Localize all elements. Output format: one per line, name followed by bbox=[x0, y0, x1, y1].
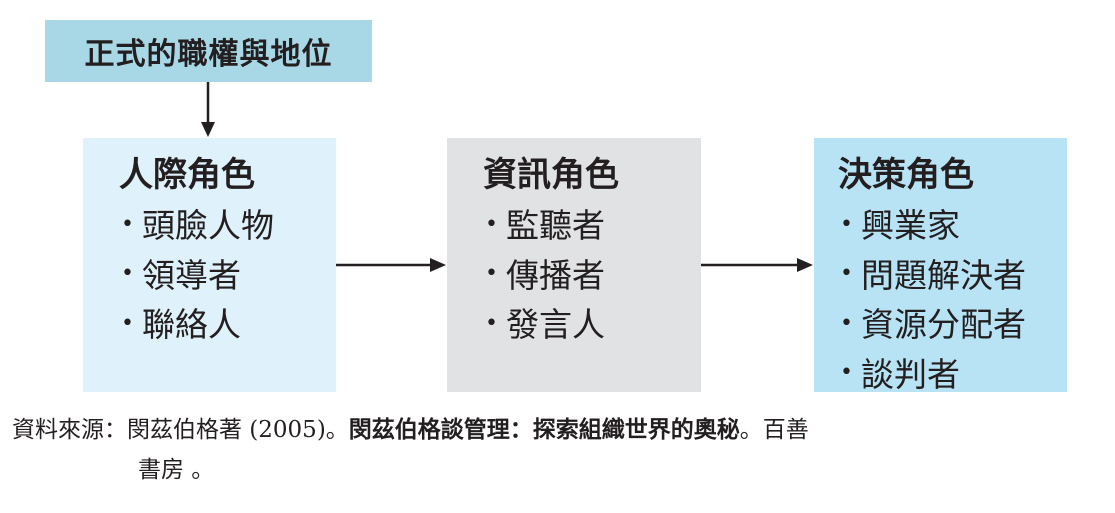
bullet-icon: • bbox=[121, 261, 134, 286]
informational-role-list: • 監聽者 • 傳播者 • 發言人 bbox=[485, 202, 605, 351]
bullet-icon: • bbox=[121, 310, 134, 336]
list-item: • 聯絡人 bbox=[121, 301, 274, 351]
source-citation-line2: 書房 。 bbox=[138, 457, 215, 483]
bullet-icon: • bbox=[840, 261, 853, 286]
bullet-icon: • bbox=[485, 211, 498, 237]
interpersonal-role-title: 人際角色 bbox=[119, 155, 255, 195]
list-item: • 發言人 bbox=[485, 301, 605, 351]
informational-item-label: 傳播者 bbox=[505, 255, 605, 295]
bullet-icon: • bbox=[121, 211, 134, 237]
decisional-role-list: • 興業家 • 問題解決者 • 資源分配者 • 談判者 bbox=[840, 202, 1026, 400]
interpersonal-role-box: 人際角色 • 頭臉人物 • 領導者 • 聯絡人 bbox=[83, 138, 336, 392]
interpersonal-item-label: 聯絡人 bbox=[141, 305, 241, 344]
arrow-down-head bbox=[201, 122, 215, 137]
decisional-item-label: 興業家 bbox=[860, 206, 960, 245]
source-book-title: 閔茲伯格談管理：探索組織世界的奧秘 bbox=[348, 416, 740, 443]
bullet-icon: • bbox=[840, 310, 853, 336]
list-item: • 領導者 bbox=[121, 252, 274, 302]
list-item: • 監聽者 bbox=[485, 202, 605, 252]
source-suffix: 。百善 bbox=[739, 417, 809, 443]
list-item: • 問題解決者 bbox=[840, 252, 1026, 302]
list-item: • 資源分配者 bbox=[840, 301, 1026, 351]
formal-authority-title: 正式的職權與地位 bbox=[84, 37, 333, 72]
source-prefix: 資料來源：閔茲伯格著 (2005)。 bbox=[12, 417, 349, 443]
bullet-icon: • bbox=[485, 261, 498, 286]
informational-item-label: 發言人 bbox=[505, 305, 605, 344]
list-item: • 談判者 bbox=[840, 351, 1026, 401]
source-citation: 資料來源：閔茲伯格著 (2005)。閔茲伯格談管理：探索組織世界的奧秘。百善 bbox=[12, 410, 1112, 450]
arrow-right-1-head bbox=[430, 258, 446, 272]
interpersonal-role-list: • 頭臉人物 • 領導者 • 聯絡人 bbox=[121, 202, 274, 351]
list-item: • 傳播者 bbox=[485, 252, 605, 302]
list-item: • 頭臉人物 bbox=[121, 202, 274, 252]
interpersonal-item-label: 頭臉人物 bbox=[141, 206, 274, 245]
informational-role-title: 資訊角色 bbox=[483, 155, 619, 195]
decisional-role-title: 決策角色 bbox=[838, 155, 974, 195]
interpersonal-item-label: 領導者 bbox=[141, 255, 241, 295]
decisional-item-label: 問題解決者 bbox=[860, 255, 1026, 295]
decisional-role-box: 決策角色 • 興業家 • 問題解決者 • 資源分配者 • 談判者 bbox=[814, 138, 1067, 394]
informational-item-label: 監聽者 bbox=[505, 206, 605, 245]
list-item: • 興業家 bbox=[840, 202, 1026, 252]
bullet-icon: • bbox=[840, 211, 853, 237]
informational-role-box: 資訊角色 • 監聽者 • 傳播者 • 發言人 bbox=[447, 138, 701, 392]
formal-authority-box: 正式的職權與地位 bbox=[45, 20, 372, 82]
bullet-icon: • bbox=[485, 310, 498, 336]
arrow-right-2-head bbox=[797, 258, 813, 272]
decisional-item-label: 資源分配者 bbox=[860, 305, 1026, 344]
bullet-icon: • bbox=[840, 360, 853, 385]
decisional-item-label: 談判者 bbox=[860, 354, 960, 394]
